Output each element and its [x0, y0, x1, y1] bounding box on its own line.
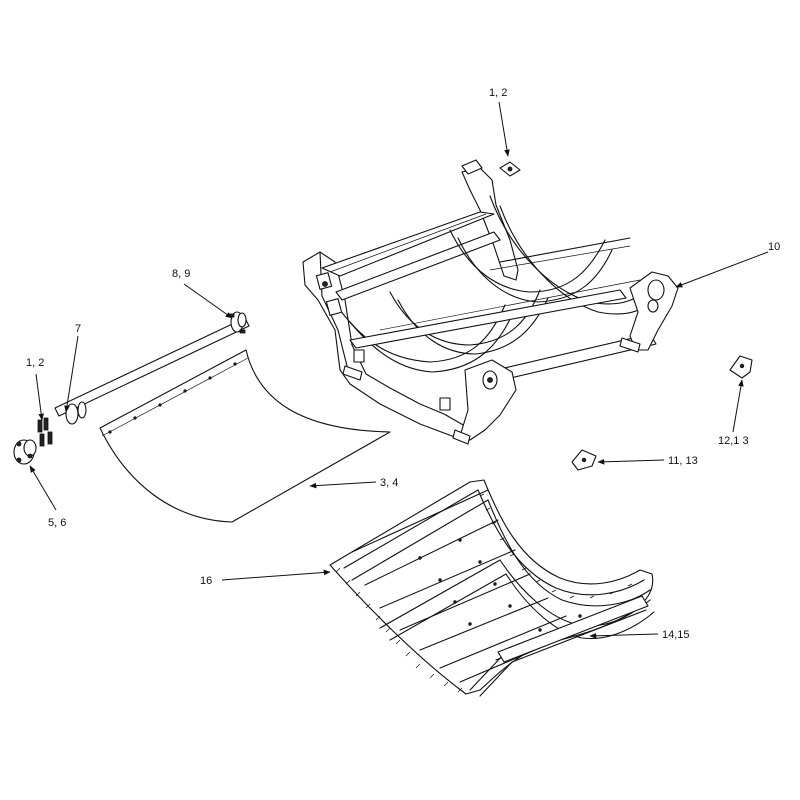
leader-8-9: [183, 283, 233, 319]
callout-1-2-top: 1, 2: [489, 87, 507, 99]
frame-assembly: [302, 159, 679, 445]
leader-16: [221, 569, 331, 581]
callout-8-9: 8, 9: [172, 268, 190, 280]
leader-12-13: [732, 379, 744, 433]
bracket-center: [571, 449, 597, 471]
callout-1-2-left: 1, 2: [26, 357, 44, 369]
leader-1-2-top: [498, 101, 510, 157]
callout-arrows: [29, 101, 769, 639]
bracket-right: [729, 355, 753, 379]
callout-10: 10: [768, 241, 780, 253]
callout-labels: 1, 2 10 8, 9 7 1, 2 5, 6 3, 4 12,1 3 11,…: [26, 87, 780, 641]
leader-5-6: [29, 465, 57, 511]
leader-11-13: [597, 459, 665, 465]
callout-12-13: 12,1 3: [718, 435, 749, 447]
callout-5-6: 5, 6: [48, 517, 66, 529]
curved-sheet: [99, 349, 391, 523]
shaft-assembly: [13, 311, 250, 465]
leader-3-4: [309, 481, 377, 489]
chain-conveyor: [329, 479, 655, 697]
callout-7: 7: [75, 323, 81, 335]
callout-11-13: 11, 13: [668, 455, 698, 467]
callout-3-4: 3, 4: [380, 477, 398, 489]
leader-14-15: [589, 633, 659, 639]
leader-10: [675, 251, 769, 288]
bracket-plate-top: [499, 161, 521, 177]
callout-14-15: 14,15: [662, 629, 690, 641]
leader-1-2-left: [35, 373, 44, 421]
leader-7: [64, 335, 79, 413]
callout-16: 16: [200, 575, 212, 587]
